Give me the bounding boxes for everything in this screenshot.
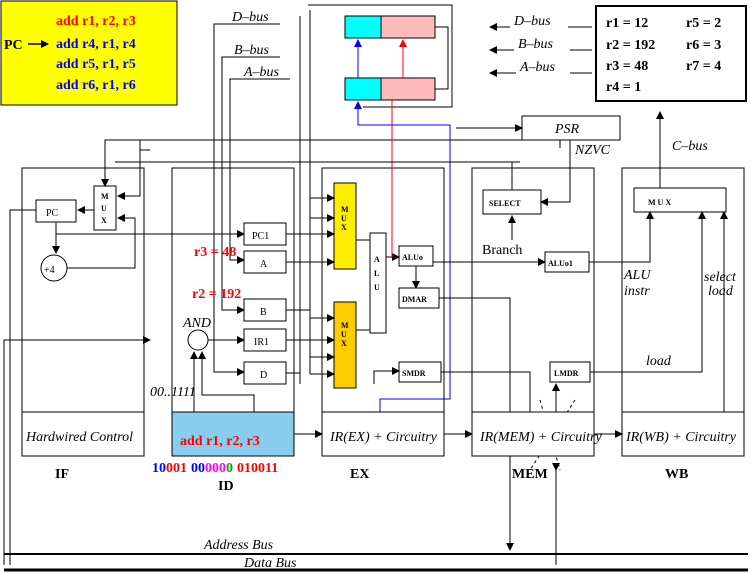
program-line-4: add r6, r1, r6 <box>56 78 136 93</box>
a-register-label: A <box>260 259 268 270</box>
mask-label: 00..1111 <box>150 385 196 400</box>
ex-mux-upper-m: M <box>341 205 349 214</box>
stage-name-ex: EX <box>350 467 369 482</box>
stage-name-if: IF <box>55 467 69 482</box>
lmdr-label: LMDR <box>554 369 579 378</box>
select-load-label-1: select <box>704 270 737 285</box>
hardwired-control-label: Hardwired Control <box>25 430 133 445</box>
reg-r3: r3 = 48 <box>606 59 648 74</box>
ex-ir-label: IR(EX) + Circuitry <box>329 430 438 445</box>
address-bus-label: Address Bus <box>203 538 274 553</box>
encoding-part-1: 10 <box>152 461 166 476</box>
program-box: PC add r1, r2, r3 add r4, r1, r4 add r5,… <box>0 0 178 106</box>
reg-r5: r5 = 2 <box>686 16 721 31</box>
ir1-label: IR1 <box>254 337 269 348</box>
ex-mux-lower-u: U <box>341 330 347 339</box>
d-bus-right-label: D–bus <box>513 14 551 29</box>
smdr-label: SMDR <box>402 369 426 378</box>
program-line-1: add r1, r2, r3 <box>56 14 136 29</box>
a-bus-right-label: A–bus <box>519 60 556 75</box>
id-ir-box <box>171 411 295 457</box>
r2-value-label: r2 = 192 <box>192 287 241 302</box>
psr-box <box>521 115 621 141</box>
ex-mux-upper-x: X <box>341 223 347 232</box>
encoding-part-5: 0 <box>226 461 233 476</box>
branch-label: Branch <box>482 243 522 258</box>
plus4-label: +4 <box>44 265 55 276</box>
select-label: SELECT <box>489 199 521 208</box>
reg-r7: r7 = 4 <box>686 59 721 74</box>
a-bus-label: A–bus <box>243 65 280 80</box>
id-instruction: add r1, r2, r3 <box>180 434 260 449</box>
top-register-pair <box>344 15 436 39</box>
bottom-register-pair <box>344 77 436 101</box>
program-line-3: add r5, r1, r5 <box>56 57 136 72</box>
ex-mux-lower-m: M <box>341 321 349 330</box>
reg-r6: r6 = 3 <box>686 38 721 53</box>
and-label: AND <box>182 316 211 331</box>
ex-ir-box <box>321 411 445 457</box>
data-bus-label: Data Bus <box>243 556 297 571</box>
wb-mux <box>633 187 727 213</box>
aluo1-label: ALUo1 <box>548 259 573 268</box>
stage-name-mem: MEM <box>512 467 548 482</box>
select-box <box>482 189 542 215</box>
alu-a: A <box>374 255 380 264</box>
pc-mux-x: X <box>101 216 107 225</box>
reg-r2: r2 = 192 <box>606 38 655 53</box>
pc-mux-u: U <box>101 204 107 213</box>
encoding-part-4: 000 <box>205 461 226 476</box>
program-line-2: add r4, r1, r4 <box>56 37 136 52</box>
alu-u: U <box>374 283 380 292</box>
pc-register-label: PC <box>46 208 59 219</box>
select-load-label-2: load <box>708 284 734 299</box>
pc1-label: PC1 <box>252 231 269 242</box>
psr-label: PSR <box>554 122 580 137</box>
pc-pointer-label: PC <box>4 38 23 53</box>
ex-mux-lower-x: X <box>341 339 347 348</box>
stage-name-wb: WB <box>665 467 688 482</box>
r3-value-label: r3 = 48 <box>194 245 236 260</box>
load-label: load <box>646 354 672 369</box>
mem-ir-label: IR(MEM) + Circuitry <box>479 430 602 445</box>
encoding-part-6: 010011 <box>237 461 278 476</box>
pc-mux-m: M <box>101 192 109 201</box>
b-bus-right-label: B–bus <box>518 37 554 52</box>
b-register-label: B <box>260 307 267 318</box>
regfile-bus-labels: D–bus B–bus A–bus <box>489 14 592 77</box>
hardwired-control-box <box>21 411 145 457</box>
alu-instr-label-1: ALU <box>623 268 651 283</box>
ex-mux-upper-u: U <box>341 214 347 223</box>
wb-ir-box <box>621 411 745 457</box>
stage-name-id: ID <box>218 479 234 494</box>
nzvc-label: NZVC <box>574 143 611 158</box>
and-gate <box>187 329 209 351</box>
wb-ir-label: IR(WB) + Circuitry <box>625 430 737 445</box>
aluo-label: ALUo <box>402 253 423 262</box>
reg-r1: r1 = 12 <box>606 16 648 31</box>
d-register-label: D <box>260 370 267 381</box>
ex-mux-lower <box>333 301 357 389</box>
encoding-part-2: 001 <box>166 461 187 476</box>
alu-instr-label-2: instr <box>624 284 650 299</box>
alu-block <box>369 232 387 334</box>
ex-mux-upper <box>333 182 357 270</box>
c-bus-label: C–bus <box>672 139 708 154</box>
dmar-label: DMAR <box>402 295 427 304</box>
reg-r4: r4 = 1 <box>606 80 641 95</box>
register-values-box: r1 = 12 r2 = 192 r3 = 48 r4 = 1 r5 = 2 r… <box>595 5 747 102</box>
b-bus-label: B–bus <box>234 43 270 58</box>
d-bus-label: D–bus <box>231 10 269 25</box>
encoding-part-3: 00 <box>191 461 205 476</box>
wb-mux-label: M U X <box>648 198 671 207</box>
alu-l: L <box>374 269 379 278</box>
